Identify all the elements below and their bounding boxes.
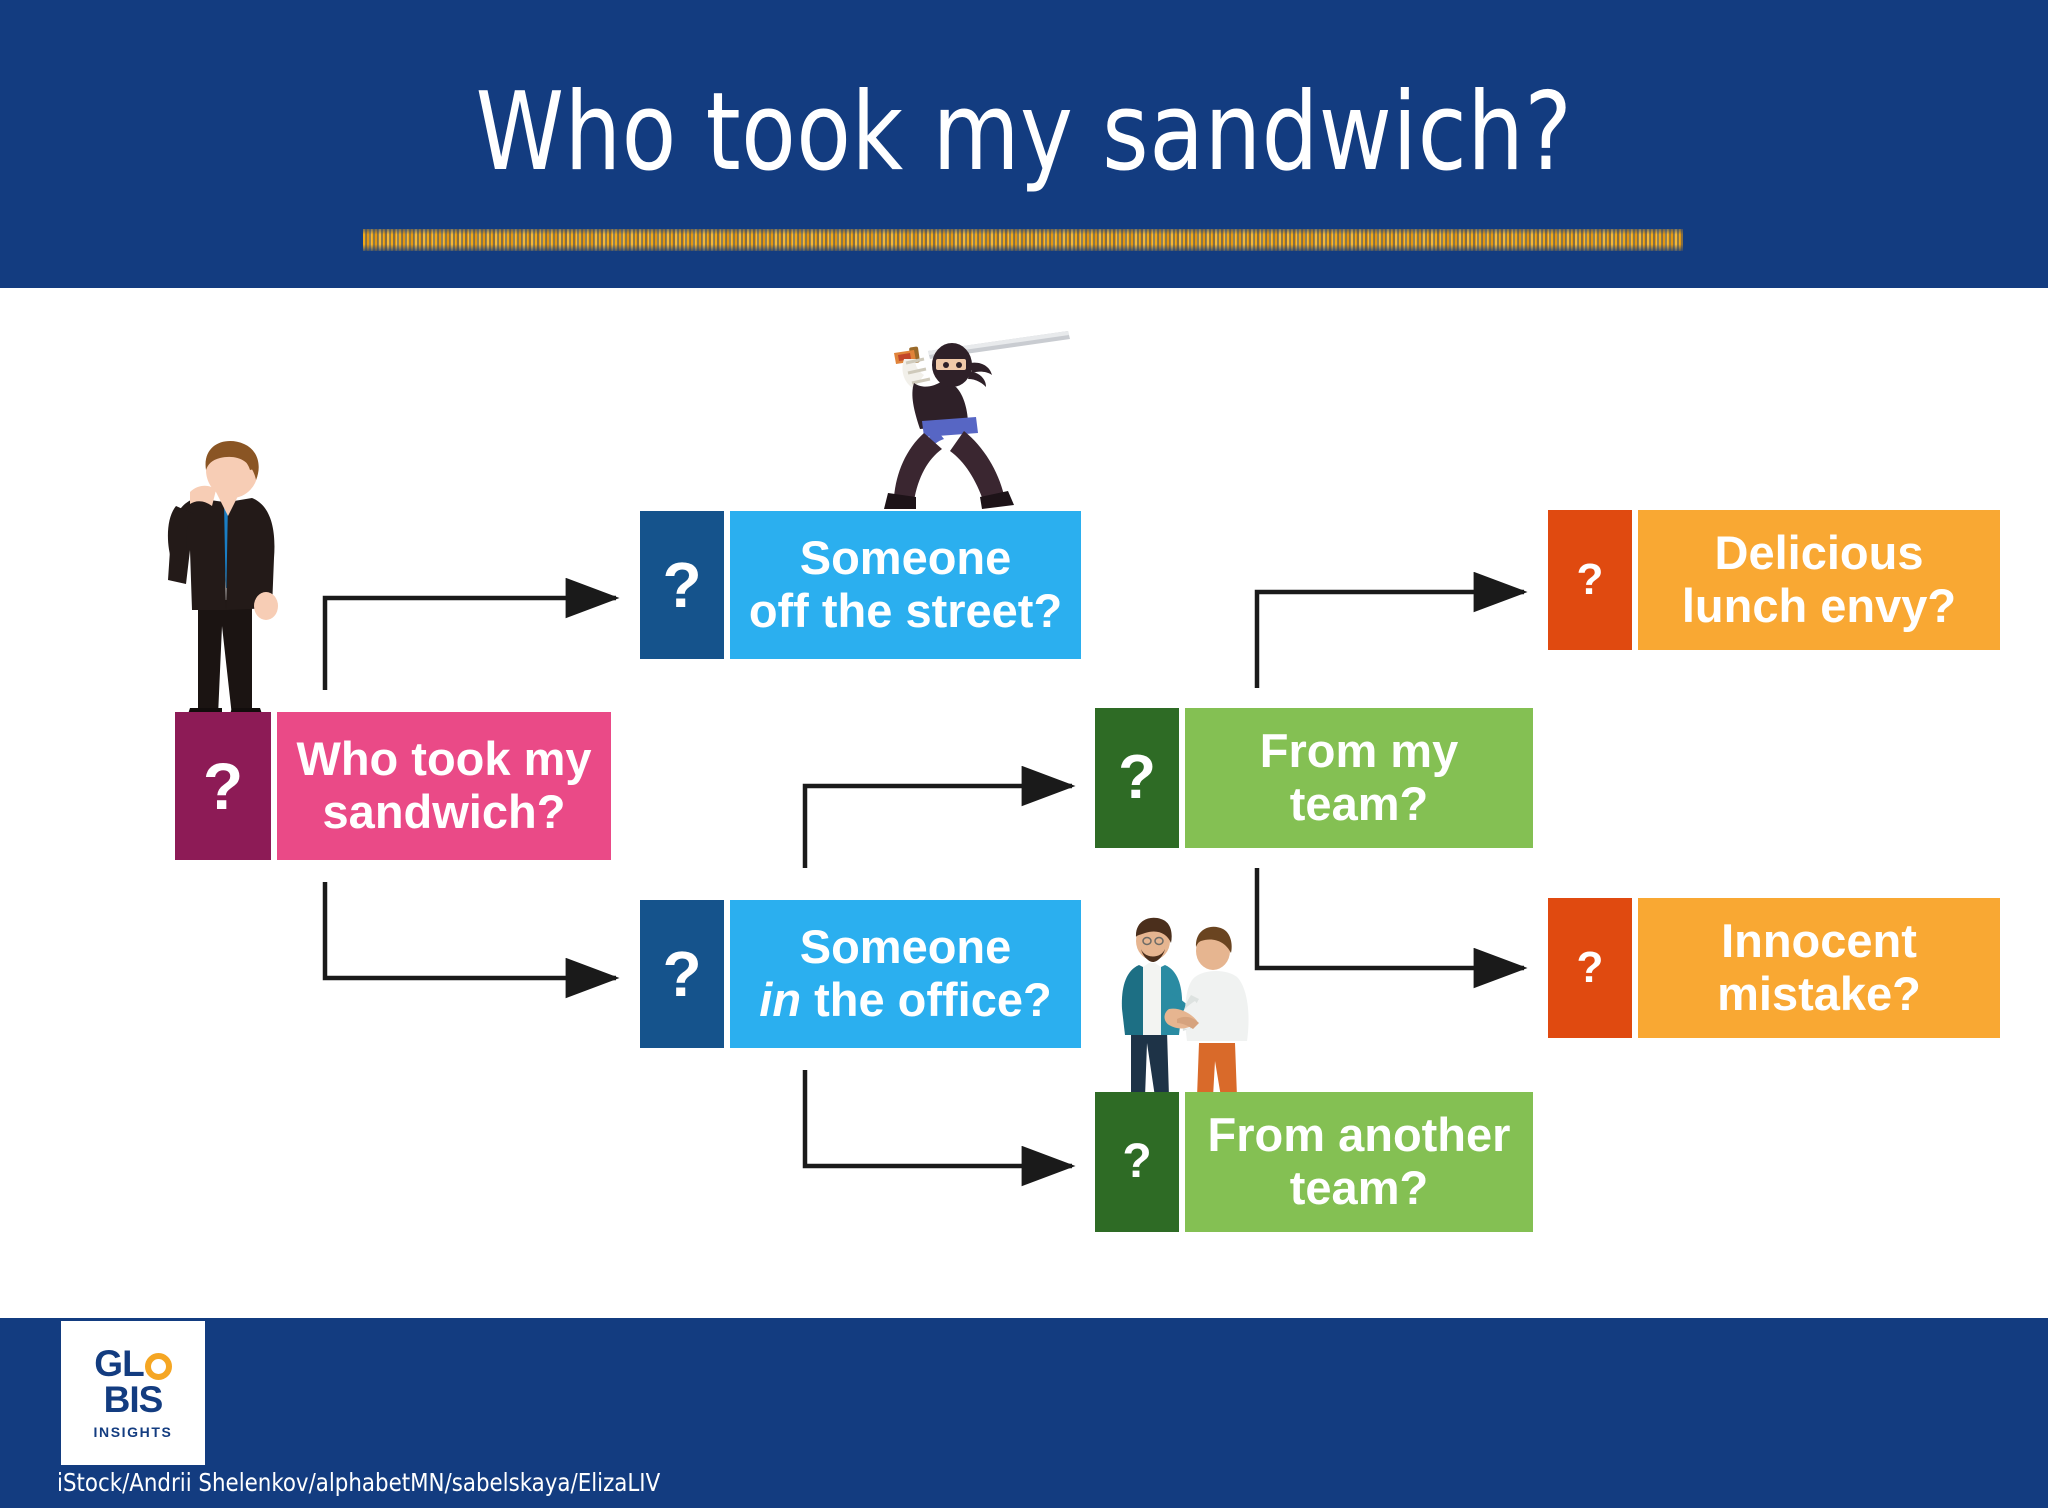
title-underline-rule xyxy=(363,229,1683,251)
node-label: From another team? xyxy=(1185,1092,1533,1232)
question-mark-icon: ? xyxy=(1548,898,1632,1038)
node-label-line2: mistake? xyxy=(1717,967,1921,1020)
sad-businessman-illustration xyxy=(167,441,278,720)
node-label-line1: Someone xyxy=(799,531,1012,585)
image-credit: iStock/Andrii Shelenkov/alphabetMN/sabel… xyxy=(57,1468,661,1497)
node-label-line2: team? xyxy=(1289,1161,1429,1214)
node-label: Delicious lunch envy? xyxy=(1638,510,2000,650)
node-label-line2: team? xyxy=(1289,777,1429,830)
question-mark-icon: ? xyxy=(1548,510,1632,650)
node-label-line1: Who took my xyxy=(296,732,592,786)
node-label: Someone off the street? xyxy=(730,511,1081,659)
node-delicious-lunch-envy[interactable]: ? Delicious lunch envy? xyxy=(1548,510,2000,650)
node-label: Someone in the office? xyxy=(730,900,1081,1048)
node-who-took-my-sandwich[interactable]: ? Who took my sandwich? xyxy=(175,712,611,860)
edge-myteam-mistake xyxy=(1254,868,1528,989)
question-mark-icon: ? xyxy=(175,712,271,860)
edge-root-office xyxy=(322,882,620,999)
node-label-line2: lunch envy? xyxy=(1681,579,1957,632)
logo-text-glo: GL xyxy=(94,1343,144,1385)
node-someone-in-the-office[interactable]: ? Someone in the office? xyxy=(640,900,1081,1048)
edge-root-street xyxy=(322,577,620,690)
node-label-line1: Delicious xyxy=(1714,526,1924,580)
edge-office-otherteam xyxy=(802,1070,1076,1187)
node-label-emphasis: in xyxy=(759,973,802,1026)
node-label: From my team? xyxy=(1185,708,1533,848)
logo-wordmark-top: GL xyxy=(94,1343,172,1385)
edge-office-myteam xyxy=(802,765,1076,868)
node-someone-off-the-street[interactable]: ? Someone off the street? xyxy=(640,511,1081,659)
node-from-another-team[interactable]: ? From another team? xyxy=(1095,1092,1533,1232)
logo-subtitle: INSIGHTS xyxy=(93,1423,173,1440)
logo-circle-o-icon xyxy=(144,1352,172,1380)
footer-band xyxy=(0,1318,2048,1508)
ninja-illustration xyxy=(884,331,1070,509)
node-label-line1: Someone xyxy=(799,920,1012,974)
edge-myteam-envy xyxy=(1254,571,1528,688)
question-mark-icon: ? xyxy=(1095,708,1179,848)
globis-insights-logo: GL BIS INSIGHTS xyxy=(61,1321,205,1465)
node-from-my-team[interactable]: ? From my team? xyxy=(1095,708,1533,848)
node-label-line2: sandwich? xyxy=(322,785,566,838)
node-label-line1: From another xyxy=(1207,1108,1511,1162)
node-label-line2: the office? xyxy=(801,973,1052,1026)
logo-wordmark-bottom: BIS xyxy=(103,1379,164,1420)
node-label-line2: off the street? xyxy=(748,584,1063,637)
question-mark-icon: ? xyxy=(640,900,724,1048)
node-label-line1: Innocent xyxy=(1721,914,1917,968)
node-label: Innocent mistake? xyxy=(1638,898,2000,1038)
node-label-line1: From my xyxy=(1259,724,1459,778)
page-title: Who took my sandwich? xyxy=(475,70,1573,195)
node-innocent-mistake[interactable]: ? Innocent mistake? xyxy=(1548,898,2000,1038)
node-label: Who took my sandwich? xyxy=(277,712,611,860)
question-mark-icon: ? xyxy=(640,511,724,659)
handshake-illustration xyxy=(1121,917,1249,1097)
question-mark-icon: ? xyxy=(1095,1092,1179,1232)
